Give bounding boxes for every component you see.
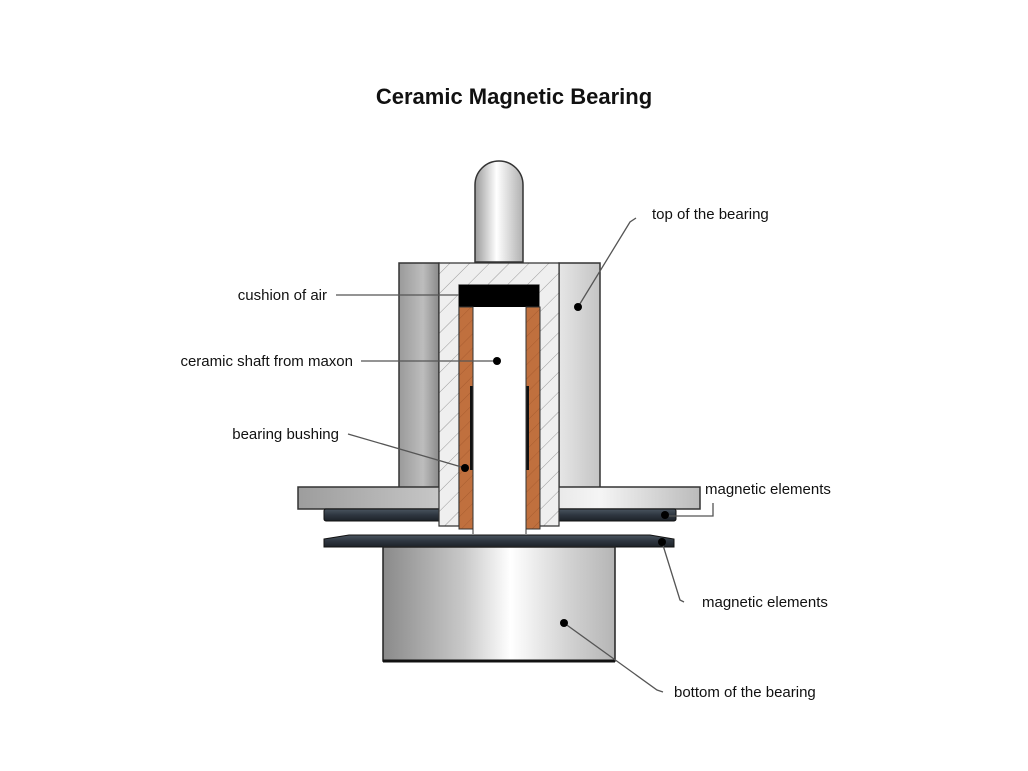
dot-mag-lower [658, 538, 666, 546]
leader-top [577, 217, 637, 308]
top-bearing-right-wall [558, 262, 601, 490]
label-magnetic-elements-upper: magnetic elements [705, 481, 831, 498]
dot-bushing [461, 464, 469, 472]
ceramic-shaft [473, 307, 526, 533]
air-cushion [459, 285, 539, 307]
label-magnetic-elements-lower: magnetic elements [702, 594, 828, 611]
diagram-title: Ceramic Magnetic Bearing [375, 84, 653, 109]
label-ceramic-shaft: ceramic shaft from maxon [180, 353, 353, 370]
bottom-bearing-body [382, 546, 616, 662]
leader-lines [336, 217, 714, 693]
lower-magnet-ring [323, 534, 675, 548]
pin-knob [474, 160, 524, 263]
bushing-gap-right [526, 386, 529, 470]
leader-mag-upper [665, 503, 714, 517]
label-top-of-bearing: top of the bearing [652, 206, 769, 223]
label-cushion-of-air: cushion of air [238, 287, 327, 304]
label-bottom-of-bearing: bottom of the bearing [674, 684, 816, 701]
dot-top [574, 303, 582, 311]
label-bearing-bushing: bearing bushing [232, 426, 339, 443]
leader-bottom [563, 622, 664, 693]
bushing-gap-left [470, 386, 473, 470]
pointer-dots [461, 303, 669, 627]
leader-mag-lower [661, 541, 685, 603]
dot-shaft [493, 357, 501, 365]
leader-bushing [347, 433, 466, 469]
dot-bottom [560, 619, 568, 627]
dot-mag-upper [661, 511, 669, 519]
